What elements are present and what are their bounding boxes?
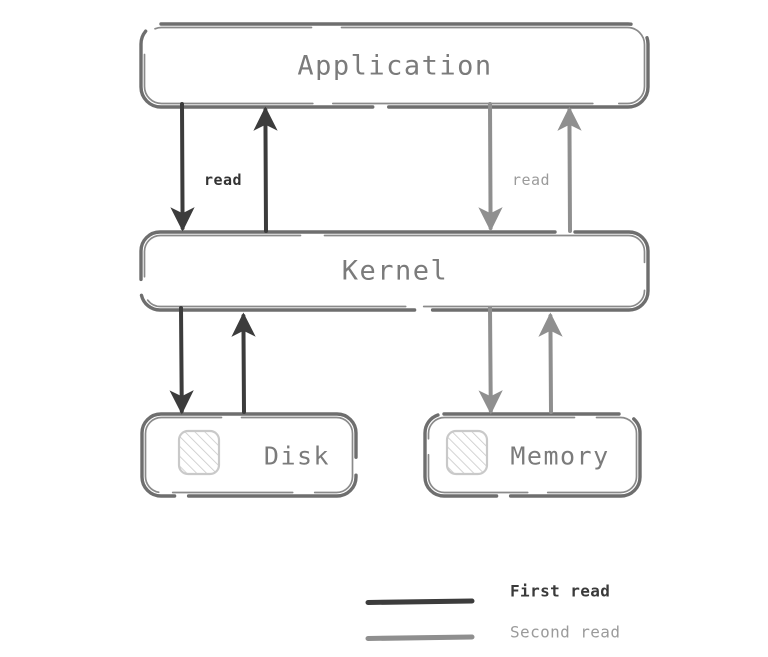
node-label-kernel: Kernel — [341, 255, 449, 287]
edge-kernel-to-app-second — [557, 106, 582, 233]
edge-app-to-kernel-first — [170, 102, 195, 232]
node-label-memory: Memory — [510, 441, 610, 471]
edge-disk-to-kernel-first — [231, 312, 256, 414]
legend-line-second-read — [365, 634, 475, 641]
node-kernel[interactable] — [139, 230, 650, 312]
legend-line-first-read — [365, 598, 475, 605]
edge-kernel-to-memory-second — [478, 306, 503, 415]
hatched-square-icon — [177, 429, 221, 476]
edge-kernel-to-app-first — [253, 106, 278, 233]
node-application[interactable] — [139, 22, 650, 109]
legend-label-first-read: First read — [510, 581, 611, 601]
edge-app-to-kernel-second — [478, 102, 503, 232]
hatched-square-icon — [445, 429, 489, 476]
node-label-application: Application — [297, 50, 493, 82]
edge-label-read-second: read — [511, 171, 551, 189]
node-memory[interactable] — [423, 412, 642, 498]
edge-label-read-first: read — [203, 171, 243, 189]
node-label-disk: Disk — [263, 441, 331, 471]
legend-label-second-read: Second read — [510, 622, 621, 642]
edge-memory-to-kernel-second — [538, 312, 563, 414]
edge-kernel-to-disk-first — [169, 306, 194, 415]
node-disk[interactable] — [140, 412, 358, 498]
